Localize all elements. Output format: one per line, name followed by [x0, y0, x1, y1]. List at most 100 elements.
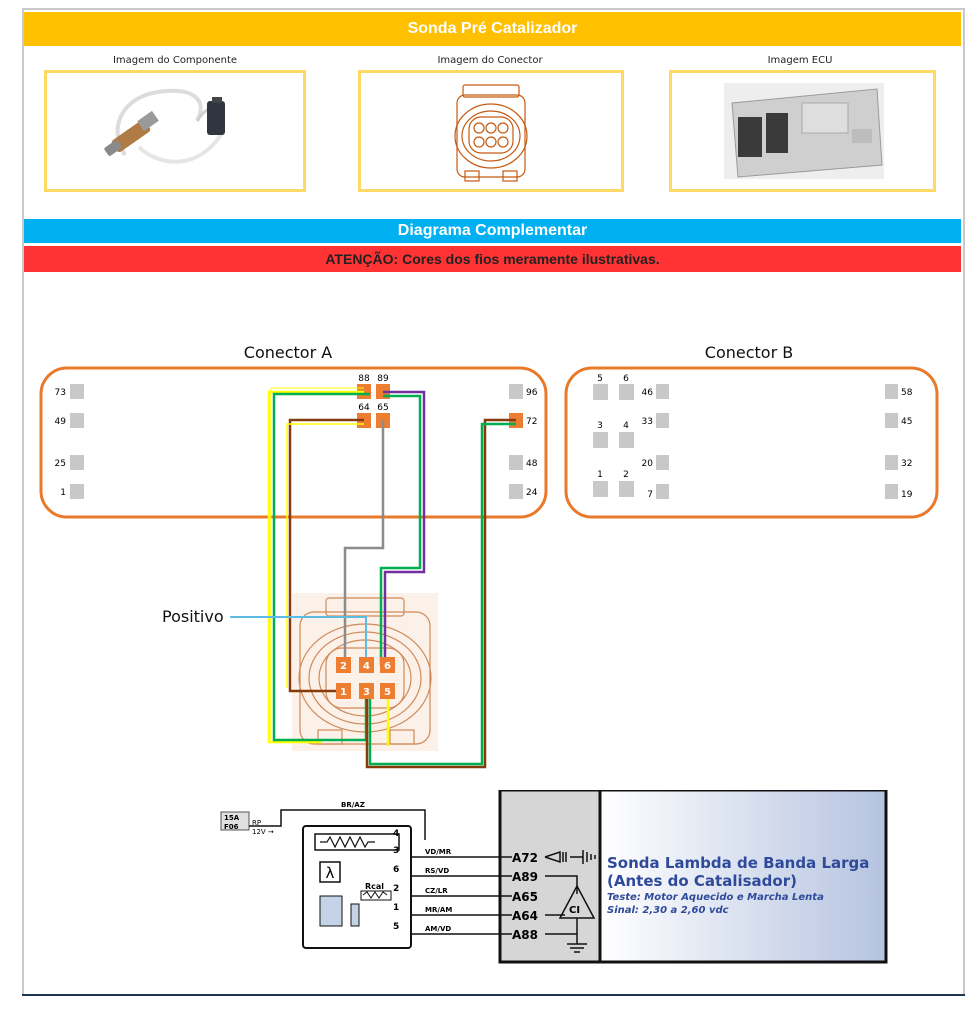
schematic-title-line2: (Antes do Catalisador) — [607, 872, 797, 890]
ecu-pin-label: A72 — [512, 851, 538, 865]
pin — [593, 384, 608, 400]
pin — [593, 432, 608, 448]
pin — [619, 432, 634, 448]
pin-number: 4 — [393, 829, 399, 839]
component-image-caption: Imagem do Componente — [112, 55, 238, 66]
oxygen-sensor-icon — [104, 88, 225, 164]
ecu-image-caption: Imagem ECU — [767, 55, 833, 66]
page-frame — [22, 8, 965, 996]
connector-image — [358, 70, 624, 192]
wire-labels: VD/MR RS/VD CZ/LR MR/AM AM/VD — [425, 848, 452, 933]
diagram-title: Diagrama Complementar — [24, 219, 961, 243]
pin — [885, 384, 898, 399]
pin — [656, 413, 669, 428]
pin — [885, 455, 898, 470]
connector-image-caption: Imagem do Conector — [437, 55, 543, 66]
ecu-pin-label: A65 — [512, 890, 538, 904]
sensor-pins: 2 4 6 1 3 5 — [336, 657, 395, 699]
pin-label: 2 — [340, 661, 347, 672]
pin-label: 24 — [526, 488, 538, 498]
pin — [656, 455, 669, 470]
pin — [656, 384, 669, 399]
pin-number: 3 — [393, 846, 399, 856]
pin-label: 3 — [597, 421, 603, 431]
ecu-icon — [724, 83, 884, 179]
pin-label: 3 — [363, 687, 370, 698]
pin-active — [380, 657, 395, 673]
pin-active — [359, 683, 374, 699]
connector-a-label: Conector A — [244, 343, 332, 362]
wire-label: AM/VD — [425, 925, 451, 933]
pin-label: 1 — [597, 470, 603, 480]
wire-label: MR/AM — [425, 906, 452, 914]
pin-active — [359, 657, 374, 673]
sensor-body — [302, 825, 412, 949]
ci-label: CI — [569, 905, 580, 916]
positive-label: Positivo — [162, 607, 224, 626]
wire-positive — [230, 616, 367, 665]
pin — [619, 481, 634, 497]
connector-drawing-icon — [454, 84, 528, 182]
wiring-diagram: Conector A Conector B 73 49 25 1 96 72 4… — [39, 343, 939, 769]
schematic-signal: Sinal: 2,30 a 2,60 vdc — [607, 905, 729, 916]
pin-label: 4 — [623, 421, 629, 431]
pin — [70, 413, 84, 428]
pin-label: 4 — [363, 661, 370, 672]
top-wire-label: BR/AZ — [341, 801, 365, 809]
wire-label: VD/MR — [425, 848, 452, 856]
pin-label: 1 — [60, 488, 66, 498]
pin-active — [336, 683, 351, 699]
pin — [509, 384, 523, 399]
pin-label: 64 — [358, 403, 370, 413]
pin-label: 20 — [642, 459, 654, 469]
pin-label: 65 — [377, 403, 388, 413]
wire-gray — [343, 420, 385, 665]
pin-label: 2 — [623, 470, 629, 480]
rcal-label: Rcal — [365, 882, 384, 891]
pin — [885, 413, 898, 428]
wire-label: CZ/LR — [425, 887, 448, 895]
schematic: 15A F06 RP 12V → BR/AZ λ Rcal 4 3 6 2 1 … — [220, 790, 888, 964]
color-warning: ATENÇÃO: Cores dos fios meramente ilustr… — [24, 246, 961, 272]
pin — [656, 484, 669, 499]
pin-number: 5 — [393, 922, 399, 932]
pin-number: 2 — [393, 884, 399, 894]
pin-label: 6 — [384, 661, 391, 672]
pin — [619, 384, 634, 400]
bottom-rule — [22, 994, 965, 996]
relay-label: RP — [252, 819, 261, 827]
wires — [230, 387, 516, 769]
pin-label: 5 — [384, 687, 391, 698]
ecu-internal-circuit — [544, 850, 596, 953]
heater-resistor-icon — [320, 835, 375, 849]
pin — [509, 484, 523, 499]
pin-label: 5 — [597, 374, 603, 384]
pin-label: 45 — [901, 417, 912, 427]
pin-label: 19 — [901, 490, 913, 500]
pin-label: 96 — [526, 388, 538, 398]
connector-b-outline — [564, 366, 939, 519]
wire-brown-2 — [365, 418, 516, 769]
fuse-label: 15A — [224, 814, 240, 822]
fuse-id: F06 — [224, 823, 239, 831]
pin — [593, 481, 608, 497]
pin — [885, 484, 898, 499]
connector-a-outline — [39, 366, 548, 519]
pin-label: 58 — [901, 388, 913, 398]
pin-label: 33 — [642, 417, 653, 427]
pin-active — [336, 657, 351, 673]
pin-label: 72 — [526, 417, 537, 427]
sensor-pin-numbers: 4 3 6 2 1 5 — [393, 829, 399, 932]
wire-yellow-edge — [270, 387, 364, 740]
pin-label: 89 — [377, 374, 389, 384]
ecu-info-panel — [600, 790, 886, 962]
pin-active — [380, 683, 395, 699]
ecu-pins: A72 A89 A65 A64 A88 — [512, 851, 538, 942]
pin-label: 1 — [340, 687, 347, 698]
connector-a-right-pins: 96 72 48 24 — [509, 384, 538, 499]
wire-yellow — [267, 390, 364, 744]
wire-yellow-3 — [286, 423, 364, 688]
ecu-pin-label: A89 — [512, 870, 538, 884]
pin-label: 49 — [55, 417, 67, 427]
pin — [509, 455, 523, 470]
